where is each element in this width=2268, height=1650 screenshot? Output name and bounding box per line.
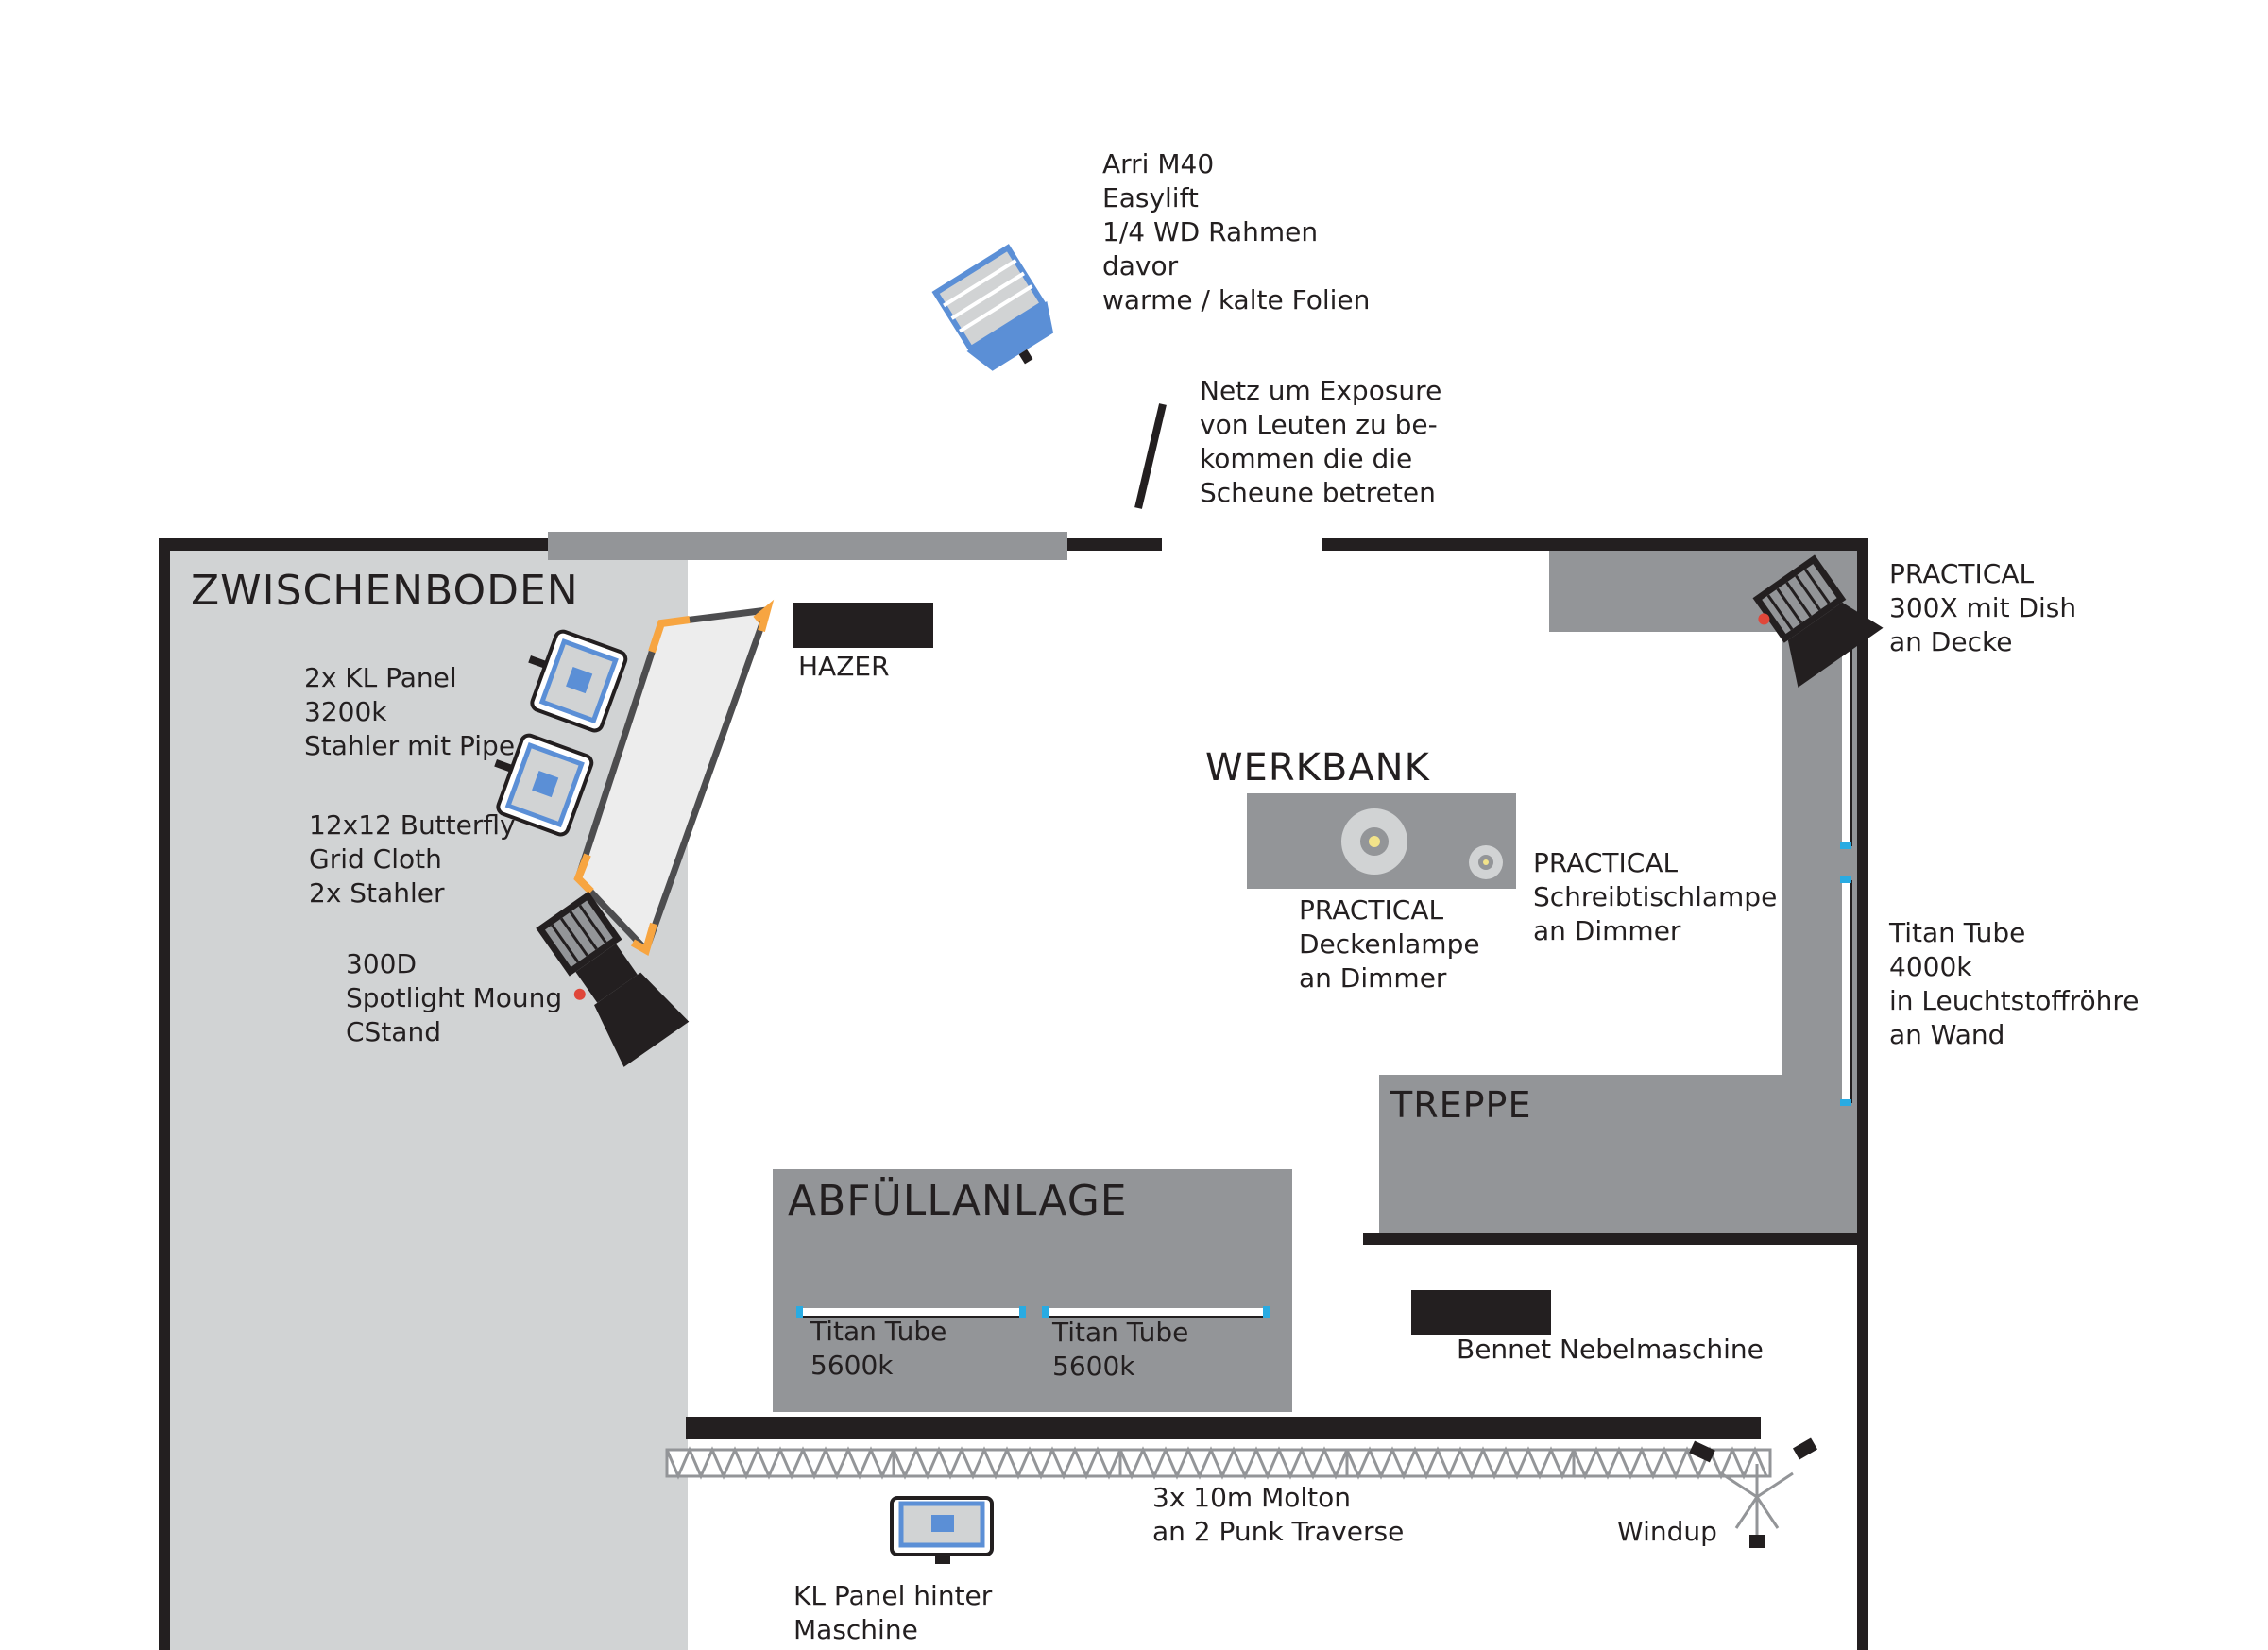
treppe-title: TREPPE — [1390, 1084, 1532, 1126]
kl-panel-1-icon — [528, 629, 628, 733]
arri-m40-icon — [931, 244, 1054, 371]
practical-300x-icon — [1752, 554, 1884, 688]
treppe-area — [1379, 1075, 1857, 1233]
nebel-box — [1411, 1290, 1551, 1335]
netz-label: Netz um Exposure von Leuten zu be- komme… — [1200, 375, 1442, 508]
titan-tube-2-icon — [1042, 1306, 1270, 1318]
titan-1-label: Titan Tube 5600k — [810, 1316, 947, 1381]
kl-hinter-label: KL Panel hinter Maschine — [793, 1580, 993, 1645]
practical-300x-label: PRACTICAL 300X mit Dish an Decke — [1889, 558, 2077, 657]
nebel-label: Bennet Nebelmaschine — [1457, 1334, 1764, 1365]
titan-wand-label: Titan Tube 4000k in Leuchtstoffröhre an … — [1889, 917, 2140, 1050]
ceiling-lamp-icon — [1341, 808, 1407, 875]
kl-panel-label: 2x KL Panel 3200k Stahler mit Pipe — [304, 662, 516, 761]
werkbank-title: WERKBANK — [1205, 746, 1430, 790]
spotlight-300d-icon — [536, 891, 690, 1067]
abfuellanlage-area — [773, 1169, 1292, 1412]
spotlight-label: 300D Spotlight Moung CStand — [346, 948, 563, 1047]
kl-panel-2-icon — [494, 733, 594, 837]
netz-line — [1134, 403, 1167, 509]
desk-lamp-icon — [1469, 845, 1503, 879]
molton-bar — [686, 1417, 1761, 1439]
practical-decke-label: PRACTICAL Deckenlampe an Dimmer — [1299, 894, 1480, 994]
zwischenboden-area — [170, 548, 688, 1650]
abfuellanlage-title: ABFÜLLANLAGE — [788, 1177, 1128, 1225]
windup-label: Windup — [1617, 1516, 1717, 1547]
practical-schreib-label: PRACTICAL Schreibtischlampe an Dimmer — [1533, 847, 1778, 946]
kl-panel-hinter-icon — [890, 1496, 994, 1564]
butterfly-frame-icon — [573, 599, 775, 957]
truss-icon — [665, 1446, 1772, 1480]
molton-label: 3x 10m Molton an 2 Punk Traverse — [1152, 1482, 1405, 1547]
arri-label: Arri M40 Easylift 1/4 WD Rahmen davor wa… — [1102, 148, 1371, 315]
butterfly-label: 12x12 Butterfly Grid Cloth 2x Stahler — [309, 809, 516, 909]
zwischenboden-title: ZWISCHENBODEN — [191, 567, 579, 615]
ceiling-beam — [548, 532, 1067, 560]
hazer-box — [793, 603, 933, 648]
windup-stand-icon — [1689, 1437, 1818, 1548]
titan-tube-1-icon — [796, 1306, 1026, 1318]
hazer-label: HAZER — [798, 651, 890, 682]
titan-2-label: Titan Tube 5600k — [1052, 1317, 1189, 1382]
